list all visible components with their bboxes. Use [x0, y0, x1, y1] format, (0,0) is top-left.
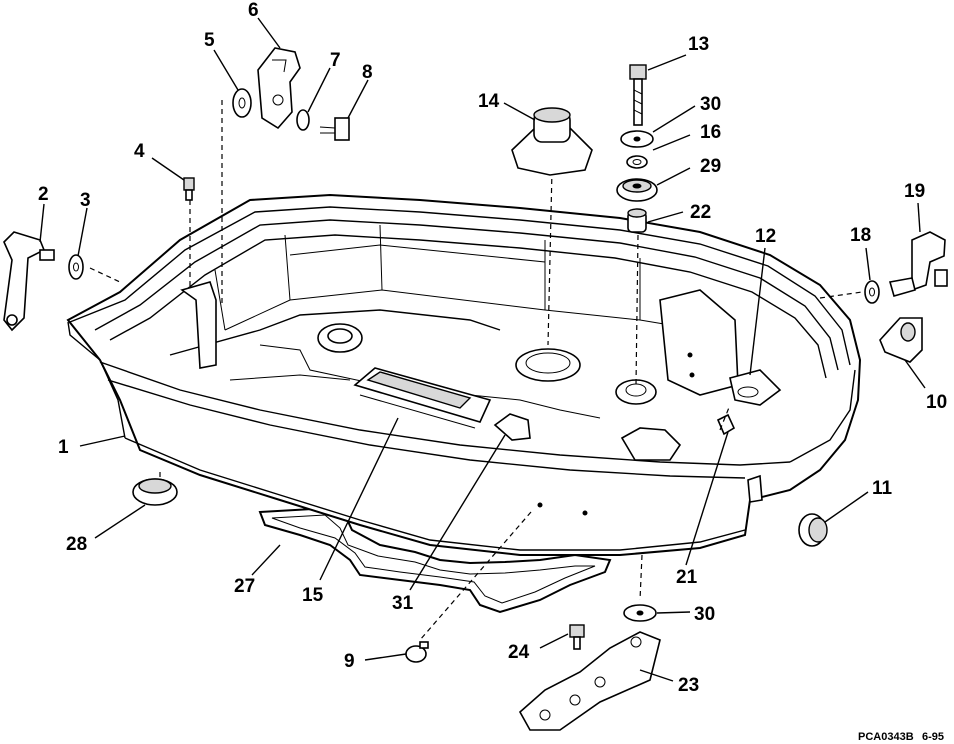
- part-13-bolt: [629, 64, 647, 126]
- part-2-lever: [3, 231, 55, 332]
- part-22-sleeve: [627, 208, 647, 233]
- part-10-bracket: [879, 317, 923, 363]
- callout-16: 16: [700, 122, 721, 143]
- callout-23: 23: [678, 675, 699, 696]
- part-8-bolt: [319, 117, 350, 141]
- callout-28: 28: [66, 534, 87, 555]
- part-14-mount: [511, 107, 593, 176]
- callout-5: 5: [204, 30, 215, 51]
- callout-2: 2: [38, 184, 49, 205]
- part-30-washer-bottom: [623, 604, 657, 622]
- callout-3: 3: [80, 190, 91, 211]
- part-11-grommet: [798, 513, 828, 547]
- callout-1: 1: [58, 437, 69, 458]
- callout-15: 15: [302, 585, 324, 606]
- part-5-washer: [232, 88, 252, 118]
- part-18-washer: [864, 280, 880, 304]
- callout-10: 10: [926, 392, 947, 413]
- part-4-screw: [183, 177, 195, 201]
- part-23-bracket: [518, 631, 661, 731]
- callout-24: 24: [508, 642, 530, 663]
- alignment-lines: [89, 100, 863, 641]
- callout-12: 12: [755, 226, 776, 247]
- callout-7: 7: [330, 50, 341, 71]
- part-28-grommet: [132, 478, 178, 506]
- part-24-screw: [569, 624, 585, 650]
- lower-cowl-drawing: [66, 193, 862, 556]
- callout-8: 8: [362, 62, 373, 83]
- callout-29: 29: [700, 156, 721, 177]
- part-19-lever: [888, 231, 948, 297]
- part-3-washer: [68, 254, 84, 280]
- callout-9: 9: [344, 651, 355, 672]
- callout-4: 4: [134, 141, 145, 162]
- callout-27: 27: [234, 576, 255, 597]
- callout-18: 18: [850, 225, 871, 246]
- callout-11: 11: [872, 478, 893, 499]
- callout-31: 31: [392, 593, 414, 614]
- callout-30-top: 30: [700, 94, 721, 115]
- callout-6: 6: [248, 0, 259, 21]
- part-7-ring: [296, 109, 310, 131]
- callout-30-bottom: 30: [694, 604, 715, 625]
- callout-labels: 1 2 3 4 5 6 7 8 9 10 11 12 13 14 15 16 1…: [38, 0, 947, 696]
- part-6-latch: [257, 47, 301, 130]
- drawing-date: 6-95: [922, 731, 944, 743]
- part-9-plug: [405, 641, 429, 663]
- callout-14: 14: [478, 91, 500, 112]
- leader-lines: [39, 17, 926, 682]
- callout-21: 21: [676, 567, 698, 588]
- part-29-grommet: [616, 178, 658, 202]
- callout-22: 22: [690, 202, 711, 223]
- part-30-washer-top: [620, 130, 654, 148]
- callout-13: 13: [688, 34, 709, 55]
- part-16-ring: [626, 155, 648, 169]
- callout-19: 19: [904, 181, 925, 202]
- drawing-code: PCA0343B: [858, 731, 914, 743]
- bottom-seal-drawing: [258, 506, 612, 614]
